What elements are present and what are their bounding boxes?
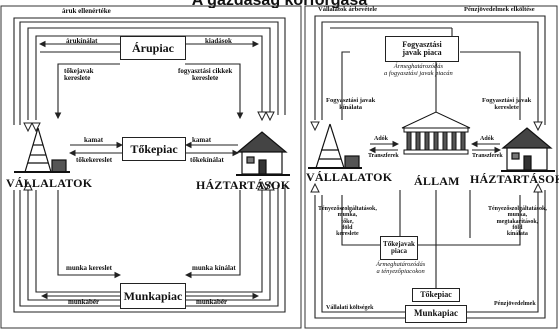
label-vallalati-koltsegek: Vállalati költségek: [326, 305, 374, 311]
label-adok-right: Adók: [480, 136, 495, 142]
label-munka-kinalat: munka kínálat: [192, 264, 236, 272]
households-label-left: HÁZTARTÁSOK: [196, 178, 291, 192]
label-tenyezo-kinalat: Tényezőszolgáltatások, munka, megtakarít…: [488, 206, 547, 238]
munkapiac-box: Munkapiac: [120, 283, 186, 309]
label-aruk-ellenerteke: áruk ellenértéke: [62, 7, 111, 15]
label-kamat-right: kamat: [192, 136, 212, 144]
label-fogy-javak-kinalata: Fogyasztási javak kínálata: [326, 97, 376, 111]
label-tenyezo-kereslet: Tényezőszolgáltatások, munka, tőke, föld…: [318, 206, 377, 238]
label-penzjovedelmek: Pénzjövedelmek: [494, 301, 536, 307]
label-tokejavak-kereslete: tőkejavak kereslete: [64, 67, 94, 83]
tokepiac-box: Tőkepiac: [122, 137, 186, 161]
house-icon-right: [501, 127, 555, 172]
allam-label: ÁLLAM: [414, 174, 460, 188]
label-tokekinalat: tőkekínálat: [190, 156, 224, 164]
label-armeghatarozodas-fogy: Ármeghatározódás a fogyasztási javak pia…: [384, 63, 453, 77]
label-armeghatarozodas-teny: Ármeghatározódás a tényezőpiacokon: [376, 261, 426, 275]
label-transzferek-right: Transzferek: [472, 153, 503, 159]
house-icon-left: [236, 131, 290, 176]
label-arukinalat: árukínálat: [66, 37, 98, 45]
label-munka-kereslet: munka kereslet: [66, 264, 112, 272]
label-kamat-left: kamat: [84, 136, 104, 144]
state-building-icon: [401, 111, 471, 155]
left-inner-arrows: [38, 40, 260, 300]
arupiac-box: Árupiac: [120, 36, 186, 60]
tokejavak-piaca-box: Tőkejavak piaca: [380, 236, 418, 260]
fogyasztasi-javak-piaca-box: Fogyasztási javak piaca: [385, 36, 459, 62]
right-arrow-heads: [310, 121, 543, 193]
left-panel-frame: [0, 5, 302, 329]
oil-rig-icon-right: [308, 123, 362, 169]
label-kiadasok: kiadások: [205, 37, 232, 45]
label-penzjovedelmek-elkoltese: Pénzjövedelmek elköltése: [464, 6, 535, 13]
firms-label-right: VÁLLALATOK: [306, 170, 393, 184]
label-fogyasztasi-cikkek-kereslete: fogyasztási cikkek kereslete: [178, 67, 233, 83]
label-adok-left: Adók: [374, 136, 389, 142]
firms-label-left: VÁLLALATOK: [6, 176, 93, 190]
label-munkaber-right: munkabér: [196, 298, 228, 306]
tokepiac-box-right: Tőkepiac: [412, 288, 460, 302]
label-vallalatok-arbevetele: Vállalatok árbevétele: [318, 6, 378, 13]
diagram-title: A gazdaság körforgása: [0, 0, 559, 8]
label-transzferek-left: Transzferek: [368, 153, 399, 159]
left-arrow-heads: [23, 111, 275, 191]
munkapiac-box-right: Munkapiac: [405, 305, 467, 323]
label-tokekereslet: tőkekereslet: [76, 156, 113, 164]
households-label-right: HÁZTARTÁSOK: [470, 172, 559, 186]
oil-rig-icon-left: [14, 127, 70, 173]
right-panel-frame: [304, 5, 558, 329]
label-munkaber-left: munkabér: [68, 298, 100, 306]
label-fogy-javak-kereslete: Fogyasztási javak kereslete: [482, 97, 532, 111]
